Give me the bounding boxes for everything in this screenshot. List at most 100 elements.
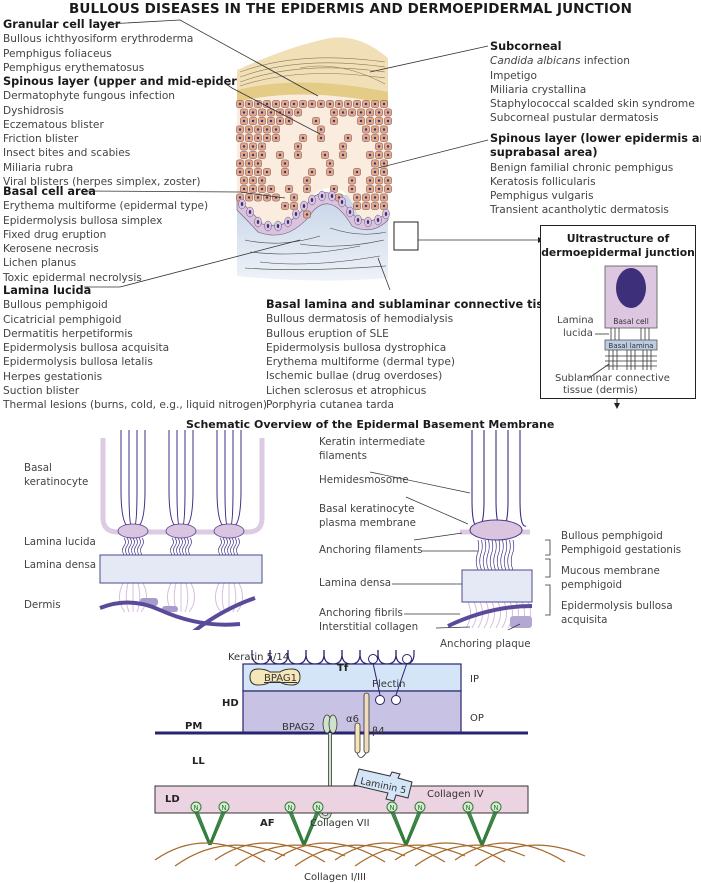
schematic-svg	[99, 430, 551, 630]
nucleus	[319, 136, 323, 140]
list-item: Epidermolysis bullosa letalis	[3, 356, 153, 369]
nucleus	[373, 102, 377, 106]
nucleus	[368, 119, 372, 123]
list-item: Lichen sclerosus et atrophicus	[266, 384, 427, 397]
collagen-vii-strand	[389, 810, 406, 846]
nucleus	[368, 111, 372, 114]
collagen-vii-strand	[196, 810, 212, 846]
nucleus	[382, 170, 386, 174]
nucleus	[355, 102, 359, 106]
nucleus	[242, 179, 246, 182]
list-item: Cicatricial pemphigoid	[3, 313, 122, 326]
nucleus	[368, 179, 372, 182]
collagen-fiber	[154, 842, 266, 863]
nucleus	[251, 145, 255, 148]
label-af: AF	[260, 818, 275, 829]
ultrastructure-title-1: Ultrastructure of	[566, 232, 670, 245]
anchoring-fibril	[221, 582, 226, 613]
nucleus	[310, 198, 314, 202]
list-item: Bullous pemphigoid	[3, 299, 108, 312]
nucleus	[330, 194, 334, 198]
nucleus	[382, 128, 386, 131]
nucleus	[242, 153, 246, 157]
nucleus	[247, 136, 251, 140]
nucleus	[373, 204, 377, 208]
nucleus	[265, 196, 269, 199]
nucleus	[355, 170, 359, 174]
n-label: N	[287, 804, 292, 812]
keratin-loop	[323, 650, 343, 665]
nucleus	[260, 111, 264, 114]
nucleus	[278, 119, 282, 123]
anchoring-filament	[125, 537, 129, 556]
nucleus	[373, 170, 377, 174]
heading-subcorneal: Subcorneal	[490, 40, 562, 53]
anchoring-fibril	[483, 601, 490, 629]
nucleus	[294, 212, 298, 216]
list-item: Fixed drug eruption	[3, 228, 107, 241]
n-terminus	[414, 801, 426, 813]
anchoring-filament	[170, 537, 174, 556]
nucleus	[256, 128, 260, 131]
nucleus	[386, 187, 390, 191]
label-anchoring-filaments: Anchoring filaments	[319, 544, 423, 556]
label-anchoring-fibrils: Anchoring fibrils	[319, 607, 403, 619]
list-item: Lichen planus	[3, 257, 77, 270]
anchoring-filament	[137, 537, 141, 556]
list-item: Erythema multiforme (dermal type)	[266, 356, 456, 369]
list-item: Ischemic bullae (drug overdoses)	[266, 370, 443, 383]
label-ll: LL	[192, 756, 205, 767]
collagen-fiber	[274, 842, 386, 863]
nucleus	[296, 111, 300, 114]
nucleus	[265, 170, 269, 174]
collagen-fiber	[334, 842, 446, 863]
anchoring-filament	[122, 537, 126, 556]
nucleus	[373, 128, 377, 131]
lamina-lucida-label-2: lucida	[563, 328, 593, 339]
nucleus	[368, 153, 372, 157]
nucleus	[359, 111, 363, 114]
n-label: N	[221, 804, 226, 812]
dermis-fibers	[244, 227, 387, 270]
label-collagen-i-iii: Collagen I/III	[304, 872, 366, 883]
label-lamina-densa: Lamina densa	[24, 559, 97, 571]
nucleus	[287, 187, 291, 191]
schematic-leaders	[369, 471, 521, 630]
list-item: Viral blisters (herpes simplex, zoster)	[3, 176, 201, 189]
label-keratin-1: Keratin intermediate	[319, 436, 426, 448]
keratin-loop	[341, 650, 361, 665]
basal-lamina-label: Basal lamina	[609, 342, 654, 350]
anchoring-fibril	[140, 582, 147, 613]
nucleus	[382, 136, 386, 140]
anchoring-fibril	[501, 601, 508, 629]
anchoring-filament	[507, 539, 511, 571]
collagen-fiber	[354, 844, 466, 867]
label-bpag2: BPAG2	[282, 722, 315, 733]
beta4-integrin	[363, 692, 370, 754]
anchoring-fibril	[125, 582, 130, 613]
label-lamina-lucida: Lamina lucida	[24, 536, 96, 548]
anchoring-filament	[479, 539, 483, 571]
label-lamina-densa-right: Lamina densa	[319, 577, 392, 589]
collagen-vii-strand	[302, 810, 318, 846]
collagen-vii-strand	[467, 810, 483, 846]
collagen-vii-strand	[468, 810, 484, 846]
nucleus	[251, 153, 255, 157]
nucleus	[305, 187, 309, 191]
label-collagen-iv: Collagen IV	[427, 789, 484, 800]
list-item: Herpes gestationis	[3, 370, 103, 383]
n-terminus	[462, 801, 474, 813]
collagen-vii-strand	[195, 810, 211, 846]
list-item: Miliaria crystallina	[490, 83, 587, 96]
list-item: Dyshidrosis	[3, 104, 64, 117]
nucleus	[240, 202, 244, 206]
collagen-fiber	[474, 844, 586, 867]
nucleus	[238, 136, 242, 140]
nucleus	[283, 162, 287, 165]
nucleus	[364, 196, 368, 199]
hemidesmosome	[213, 523, 245, 539]
anchoring-filament	[236, 537, 240, 556]
nucleus	[366, 220, 370, 224]
nucleus	[287, 111, 291, 114]
